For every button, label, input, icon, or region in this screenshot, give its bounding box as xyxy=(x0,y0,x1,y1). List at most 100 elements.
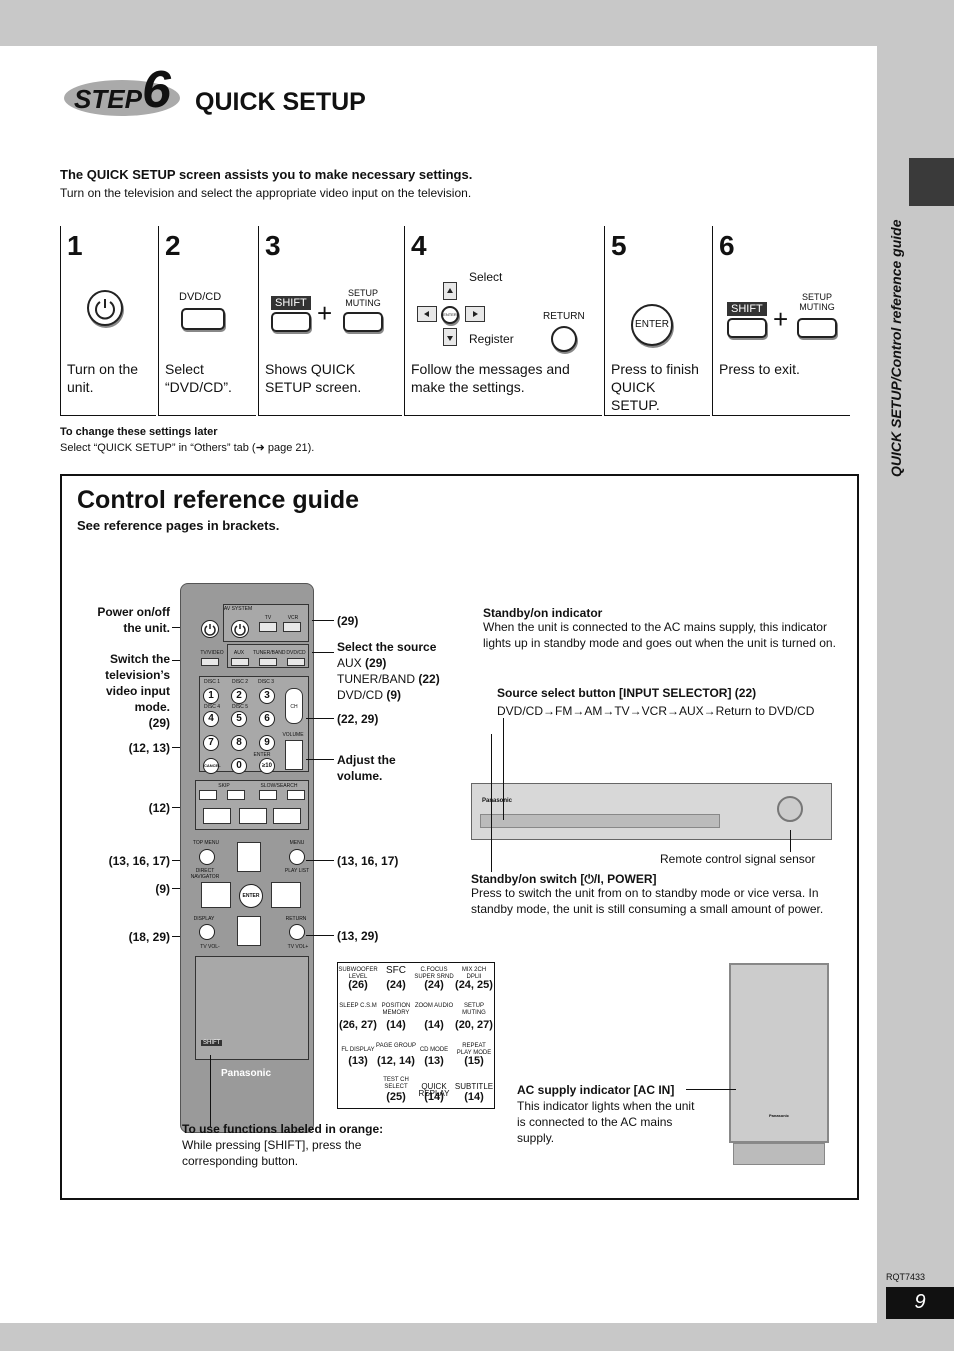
vcr-label: VCR xyxy=(287,615,299,621)
fn-ref: (25) xyxy=(386,1091,406,1103)
volume-rocker[interactable] xyxy=(285,740,303,770)
ac-heading: AC supply indicator [AC IN] xyxy=(517,1083,675,1097)
step-2: 2 DVD/CD Select “DVD/CD”. xyxy=(158,226,256,416)
setup-muting-button[interactable] xyxy=(343,312,383,332)
cursor-down-button[interactable] xyxy=(237,916,261,946)
fastfwd-button[interactable] xyxy=(287,790,305,800)
enter-button[interactable]: ENTER xyxy=(631,304,673,346)
leader-line xyxy=(306,935,334,936)
dvdcd-button[interactable] xyxy=(287,658,305,666)
shift-label: SHIFT xyxy=(201,1040,223,1046)
disc2-label: DISC 2 xyxy=(231,679,249,685)
intro-heading: The QUICK SETUP screen assists you to ma… xyxy=(60,167,473,182)
power-button[interactable] xyxy=(87,290,123,326)
key-6[interactable]: 6 xyxy=(259,711,275,727)
setup-muting-button[interactable] xyxy=(797,318,837,338)
up-arrow-icon xyxy=(447,288,453,293)
key-9[interactable]: 9 xyxy=(259,735,275,751)
pause-button[interactable] xyxy=(239,808,267,824)
key-8[interactable]: 8 xyxy=(231,735,247,751)
tuner-ref: (22) xyxy=(418,672,440,686)
standby-switch-heading: Standby/on switch [⏻/I, POWER] xyxy=(471,872,657,886)
fn-label: FL DISPLAY xyxy=(341,1047,375,1053)
fn-ref: (24) xyxy=(386,979,406,991)
step-text: Press to exit. xyxy=(719,361,800,377)
slow-search-label: SLOW/SEARCH xyxy=(260,783,298,789)
av-power-button[interactable] xyxy=(231,620,249,638)
vcr-button[interactable] xyxy=(283,622,301,632)
step-number: 4 xyxy=(411,230,427,261)
aux-button[interactable] xyxy=(231,658,249,666)
key-3[interactable]: 3 xyxy=(259,688,275,704)
cancel-button[interactable]: CANCEL xyxy=(203,758,221,774)
display-button[interactable] xyxy=(199,924,215,940)
dvdcd-button[interactable] xyxy=(181,308,225,330)
unit-display-panel xyxy=(480,814,720,828)
tuner-button[interactable] xyxy=(259,658,277,666)
shift-label: SHIFT xyxy=(727,302,767,316)
right-arrow-button[interactable] xyxy=(465,306,485,322)
up-arrow-button[interactable] xyxy=(443,282,457,300)
step-4: 4 ENTER Select Register RETURN Follow th… xyxy=(404,226,602,416)
shift-button[interactable] xyxy=(271,312,311,332)
ch-rocker[interactable] xyxy=(285,688,303,724)
remote-control: AV SYSTEM TV VCR TV/VIDEO AUX TUNER/BAND… xyxy=(180,583,314,1133)
play-button[interactable] xyxy=(273,808,301,824)
disc1-label: DISC 1 xyxy=(203,679,221,685)
fn-ref: (20, 27) xyxy=(455,1019,493,1031)
down-arrow-button[interactable] xyxy=(443,328,457,346)
tvvideo-button[interactable] xyxy=(201,658,219,666)
cursor-right-button[interactable] xyxy=(271,882,301,908)
step-number: 3 xyxy=(265,230,281,261)
menu-button[interactable] xyxy=(289,849,305,865)
fn-label: REPEAT PLAY MODE xyxy=(456,1043,492,1056)
return-button[interactable] xyxy=(289,924,305,940)
tuner-text: TUNER/BAND xyxy=(337,672,416,686)
power-button[interactable] xyxy=(201,620,219,638)
power-icon xyxy=(204,624,216,636)
step-text: Shows QUICK SETUP screen. xyxy=(265,361,362,395)
key-2[interactable]: 2 xyxy=(231,688,247,704)
stop-button[interactable] xyxy=(203,808,231,824)
side-section-label: QUICK SETUP/Control reference guide xyxy=(888,220,904,478)
key-5[interactable]: 5 xyxy=(231,711,247,727)
label-tv-input-ref: (29) xyxy=(148,716,170,730)
leader-line xyxy=(503,718,504,820)
key-0[interactable]: 0 xyxy=(231,758,247,774)
key-10-plus[interactable]: ≥10 xyxy=(259,758,275,774)
tv-button[interactable] xyxy=(259,622,277,632)
topmenu-button[interactable] xyxy=(199,849,215,865)
topmenu-label: TOP MENU xyxy=(192,840,220,846)
enter-button[interactable]: ENTER xyxy=(239,884,263,908)
aux-label: AUX xyxy=(233,650,245,656)
enter-small-button[interactable]: ENTER xyxy=(441,306,459,324)
fn-ref: (24, 25) xyxy=(455,979,493,991)
label-ref-22-29: (22, 29) xyxy=(337,712,379,726)
key-4[interactable]: 4 xyxy=(203,711,219,727)
playlist-label: PLAY LIST xyxy=(284,868,310,874)
step-number: 2 xyxy=(165,230,181,261)
select-label: Select xyxy=(469,270,503,284)
shift-button[interactable] xyxy=(727,318,767,338)
step-5: 5 ENTER Press to finish QUICK SETUP. xyxy=(604,226,710,416)
dvd-text: DVD/CD xyxy=(337,688,384,702)
skip-fwd-button[interactable] xyxy=(227,790,245,800)
label-ref-13-16-17-right: (13, 16, 17) xyxy=(337,854,399,868)
step-text: Turn on the unit. xyxy=(67,361,139,395)
cursor-left-button[interactable] xyxy=(201,882,231,908)
shift-label: SHIFT xyxy=(271,296,311,310)
fn-ref: (26) xyxy=(348,979,368,991)
left-arrow-button[interactable] xyxy=(417,306,437,322)
return-button[interactable] xyxy=(551,326,577,352)
leader-line xyxy=(491,820,492,872)
key-7[interactable]: 7 xyxy=(203,735,219,751)
key-1[interactable]: 1 xyxy=(203,688,219,704)
leader-line xyxy=(210,1055,211,1127)
volume-knob[interactable] xyxy=(777,796,803,822)
fn-label: QUICK REPLAY xyxy=(418,1082,450,1098)
aux-ref: (29) xyxy=(365,656,387,670)
rewind-button[interactable] xyxy=(259,790,277,800)
cursor-up-button[interactable] xyxy=(237,842,261,872)
skip-back-button[interactable] xyxy=(199,790,217,800)
step-1: 1 Turn on the unit. xyxy=(60,226,156,416)
